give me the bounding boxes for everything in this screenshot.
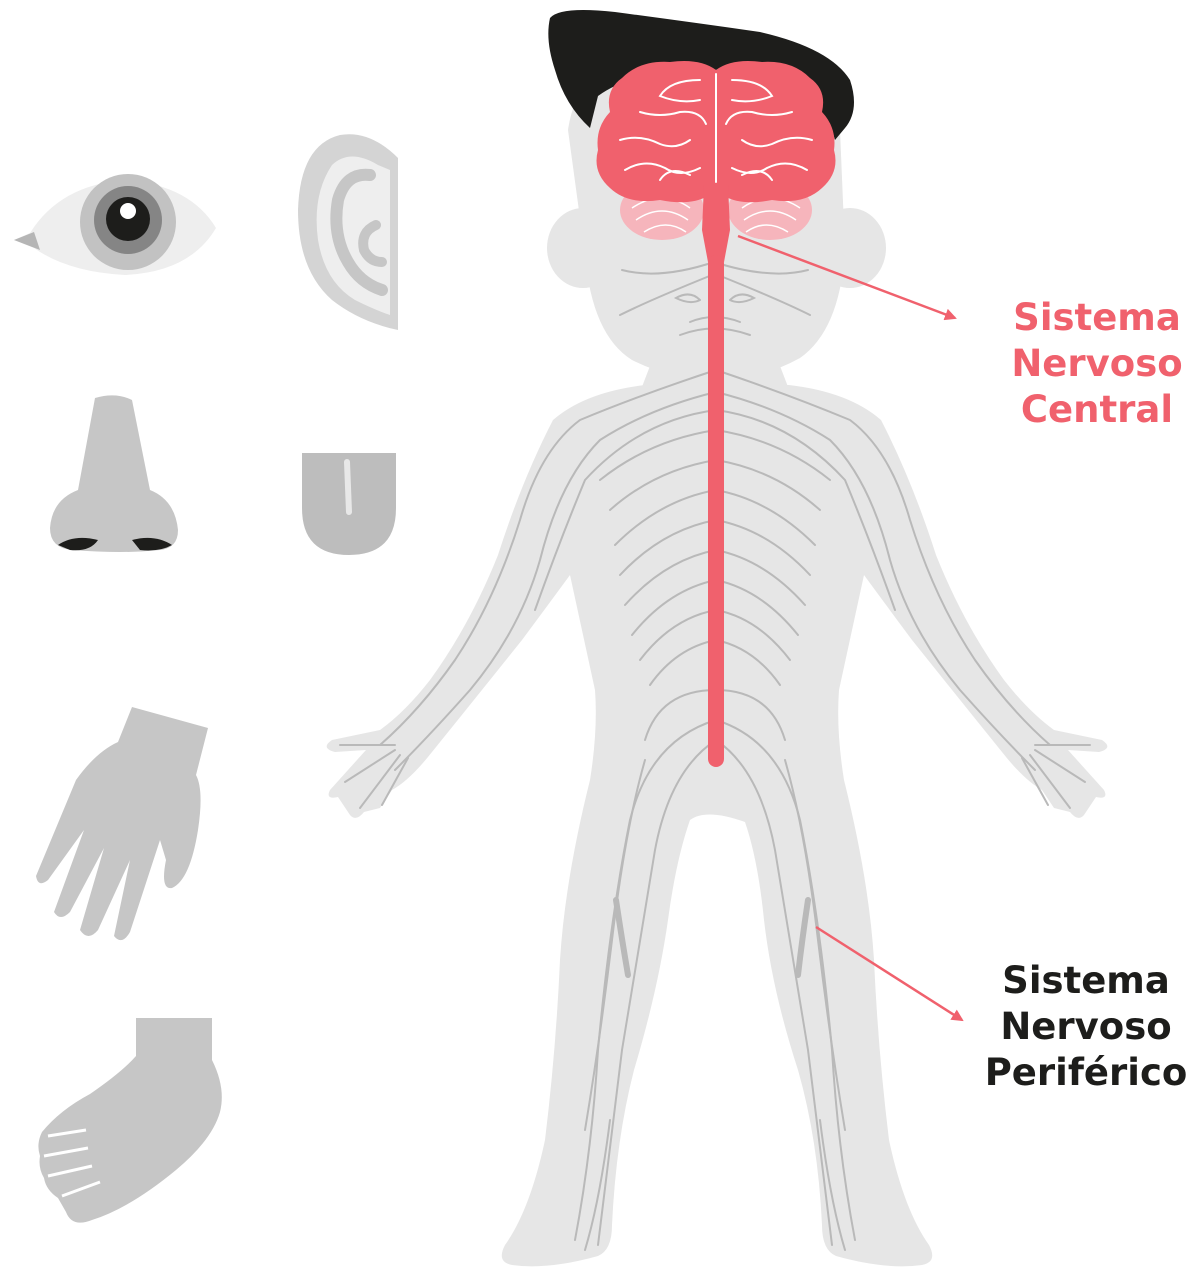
central-label-line-3: Central [990,387,1204,433]
eye-icon [14,174,216,275]
brainstem [702,185,730,262]
nose-icon [50,395,178,552]
peripheral-label-line-2: Nervoso [968,1004,1204,1050]
foot-icon [38,1018,221,1223]
central-label-line-1: Sistema [990,295,1204,341]
tongue-icon [302,453,396,555]
peripheral-label-line-1: Sistema [968,958,1204,1004]
hand-icon [36,707,208,940]
peripheral-nervous-system-label: Sistema Nervoso Periférico [968,958,1204,1096]
central-nervous-system-label: Sistema Nervoso Central [990,295,1204,433]
ear-icon [298,134,398,330]
spinal-cord [708,255,724,767]
peripheral-label-line-3: Periférico [968,1050,1204,1096]
central-label-line-2: Nervoso [990,341,1204,387]
